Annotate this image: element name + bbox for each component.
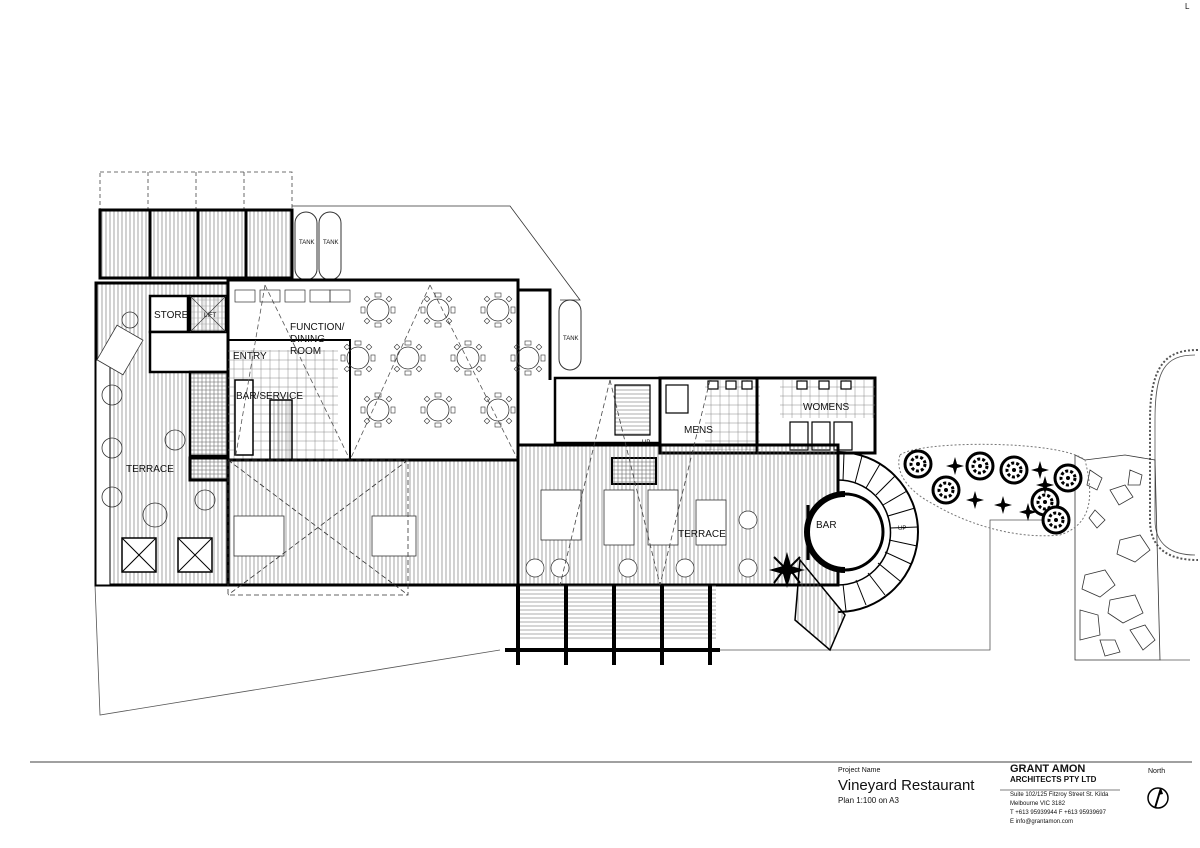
- tank-label-3: TANK: [563, 336, 579, 342]
- stair-up-label: UP: [642, 440, 650, 446]
- north-label: North: [1148, 768, 1166, 775]
- stone-paving: [1074, 454, 1161, 661]
- function-label-2: DINING: [290, 334, 325, 345]
- function-label-3: ROOM: [290, 346, 321, 357]
- drawing-scale: Plan 1:100 on A3: [838, 796, 899, 805]
- project-name-label: Project Name: [838, 767, 881, 774]
- tank-label-2: TANK: [323, 240, 339, 246]
- entry-label: ENTRY: [233, 351, 267, 362]
- firm-email: E info@grantamon.com: [1010, 819, 1074, 825]
- spiral-up-label: UP: [898, 526, 906, 532]
- east-terrace: [516, 379, 840, 588]
- project-name: Vineyard Restaurant: [838, 777, 975, 794]
- entry-core: [148, 294, 230, 482]
- store-label: STORE: [154, 310, 189, 321]
- function-dining-room: [226, 278, 546, 462]
- bar-service-label: BAR/SERVICE: [236, 391, 303, 402]
- firm-name-line2: ARCHITECTS PTY LTD: [1010, 775, 1097, 784]
- garden-planting: [898, 443, 1091, 537]
- firm-name: GRANT AMON: [1010, 763, 1086, 775]
- firm-address-1: Suite 102/125 Fitzroy Street St. Kilda: [1010, 792, 1109, 798]
- site-boundary: [94, 349, 1199, 716]
- firm-phone: T +613 95939944 F +613 95939697: [1010, 810, 1106, 816]
- function-label-1: FUNCTION/: [290, 322, 345, 333]
- terrace-west-label: TERRACE: [126, 464, 174, 475]
- south-pergola: [505, 585, 720, 665]
- north-pergola: [98, 171, 294, 280]
- title-block-frame: [30, 761, 1192, 791]
- firm-address-2: Melbourne VIC 3182: [1010, 801, 1066, 807]
- north-arrow-icon: [1147, 787, 1169, 809]
- central-roof: [226, 458, 520, 596]
- bar-label: BAR: [816, 520, 837, 531]
- tank-label-1: TANK: [299, 240, 315, 246]
- toilet-block: [658, 376, 877, 455]
- mens-label: MENS: [684, 425, 713, 436]
- lift-label: LIFT: [204, 313, 217, 319]
- roof-outline: [292, 205, 581, 301]
- womens-label: WOMENS: [803, 402, 849, 413]
- terrace-east-label: TERRACE: [678, 529, 726, 540]
- corner-mark: L: [1185, 2, 1190, 11]
- round-bar: [794, 451, 919, 652]
